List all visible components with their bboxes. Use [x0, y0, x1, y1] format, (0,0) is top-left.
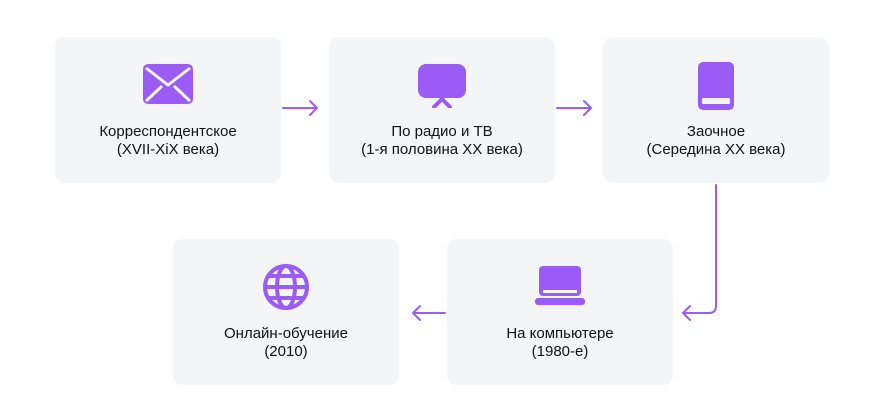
step-card-distance: Заочное(Середина XX века): [603, 37, 829, 183]
step-card-online: Онлайн-обучение(2010): [173, 239, 399, 385]
step-title: На компьютере: [506, 325, 614, 342]
arrow-3-4: [682, 184, 717, 321]
step-period: (XVII-XiX века): [116, 141, 220, 158]
arrow-4-5: [412, 305, 446, 321]
envelope-icon: [143, 64, 193, 104]
step-period: (2010): [264, 343, 308, 360]
step-title: Онлайн-обучение: [224, 325, 348, 342]
globe-icon: [263, 264, 309, 310]
step-title: Корреспондентское: [99, 123, 237, 140]
laptop-icon: [535, 266, 585, 305]
tv-icon: [418, 64, 466, 108]
arrow-1-2: [282, 100, 318, 116]
arrow-2-3: [556, 100, 592, 116]
book-icon: [698, 62, 734, 110]
step-card-computer: На компьютере(1980-е): [447, 239, 673, 385]
step-period: (Середина XX века): [646, 141, 786, 158]
step-card-correspondence: Корреспондентское(XVII-XiX века): [55, 37, 281, 183]
step-card-radio-tv: По радио и ТВ(1-я половина XX века): [329, 37, 555, 183]
step-title: По радио и ТВ: [391, 123, 493, 140]
step-title: Заочное: [686, 123, 746, 140]
step-period: (1980-е): [531, 343, 589, 360]
step-period: (1-я половина XX века): [361, 141, 523, 158]
